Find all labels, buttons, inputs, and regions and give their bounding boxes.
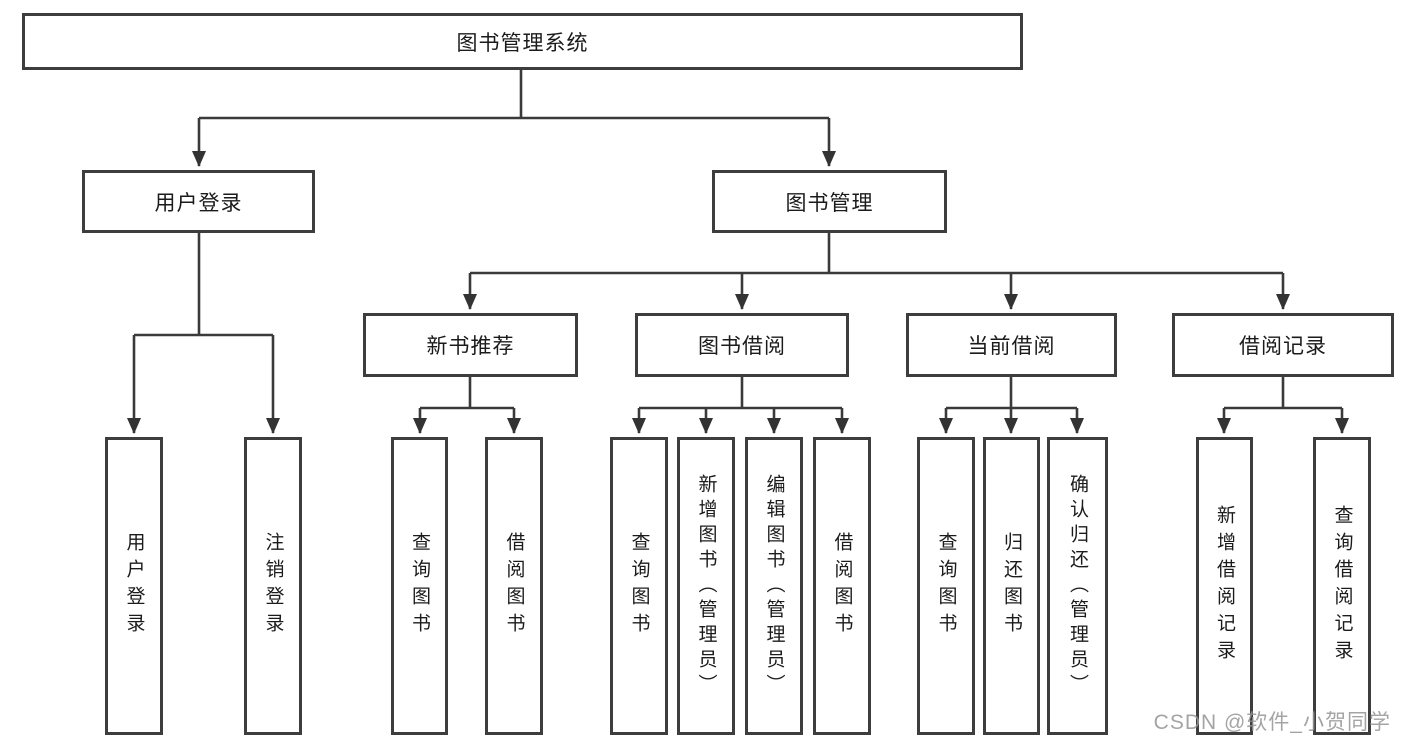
node-label: 新书推荐 — [426, 335, 515, 358]
leaf-borrow-add-books-admin: 新增图书（管理员） — [677, 437, 735, 735]
node-current-borrowing: 当前借阅 — [906, 313, 1117, 377]
node-label: 用户登录 — [154, 191, 243, 215]
leaf-current-query-books: 查询图书 — [917, 437, 975, 735]
node-book-borrowing: 图书借阅 — [635, 313, 849, 377]
node-label: 新增图书（管理员） — [695, 473, 717, 699]
node-label: 查询图书 — [628, 532, 650, 640]
node-label: 图书管理系统 — [456, 31, 589, 55]
leaf-borrow-edit-books-admin: 编辑图书（管理员） — [745, 437, 803, 735]
leaf-user-login: 用户登录 — [105, 437, 163, 735]
node-label: 图书借阅 — [698, 335, 786, 358]
node-label: 新增借阅记录 — [1214, 505, 1235, 667]
node-book-management: 图书管理 — [712, 170, 947, 233]
node-label: 确认归还（管理员） — [1067, 473, 1088, 699]
node-label: 归还图书 — [1001, 532, 1022, 640]
leaf-newbook-borrow-books: 借阅图书 — [485, 437, 543, 735]
leaf-logout: 注销登录 — [244, 437, 302, 735]
node-label: 注销登录 — [262, 532, 284, 640]
node-root-library-management-system: 图书管理系统 — [22, 13, 1023, 70]
node-label: 查询图书 — [409, 532, 430, 640]
node-label: 查询图书 — [935, 532, 957, 640]
node-label: 用户登录 — [123, 532, 145, 640]
node-label: 借阅图书 — [503, 532, 525, 640]
node-new-book-recommendation: 新书推荐 — [363, 313, 578, 377]
leaf-current-confirm-return-admin: 确认归还（管理员） — [1047, 437, 1108, 735]
csdn-watermark: CSDN @软件_小贺同学 — [1153, 711, 1391, 734]
node-label: 借阅图书 — [831, 532, 853, 640]
leaf-records-query-borrow-record: 查询借阅记录 — [1313, 437, 1371, 735]
leaf-borrow-borrow-books: 借阅图书 — [813, 437, 871, 735]
leaf-records-add-borrow-record: 新增借阅记录 — [1196, 437, 1253, 735]
node-label: 图书管理 — [785, 191, 874, 215]
node-label: 借阅记录 — [1239, 335, 1327, 358]
leaf-newbook-query-books: 查询图书 — [391, 437, 448, 735]
leaf-borrow-query-books: 查询图书 — [610, 437, 668, 735]
node-label: 当前借阅 — [967, 335, 1056, 358]
leaf-current-return-books: 归还图书 — [983, 437, 1040, 735]
node-borrowing-records: 借阅记录 — [1172, 313, 1394, 377]
node-user-login: 用户登录 — [82, 170, 315, 233]
node-label: 查询借阅记录 — [1331, 505, 1353, 667]
node-label: 编辑图书（管理员） — [763, 473, 785, 699]
